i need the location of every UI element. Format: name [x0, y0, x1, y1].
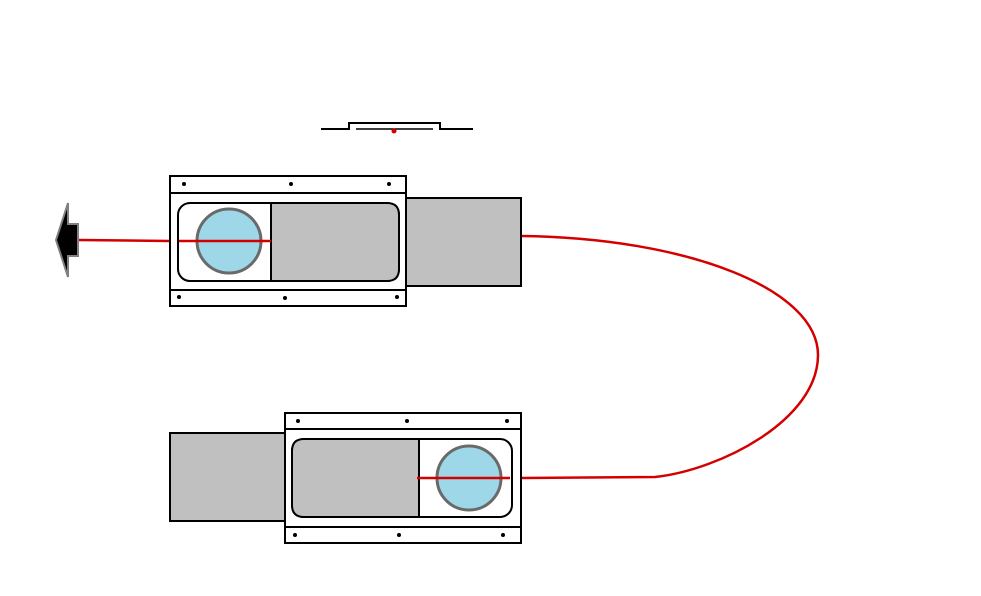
output-fiber	[77, 238, 171, 243]
fiber-paths	[77, 234, 820, 480]
left-arrow-icon	[54, 202, 79, 278]
coupler-top	[169, 175, 522, 307]
coupler-bottom	[169, 412, 522, 544]
coupler-top-ferrule	[405, 197, 522, 287]
loop-fiber	[520, 234, 820, 480]
coupler-bottom-housing	[291, 438, 420, 518]
mount-center-dot	[391, 128, 397, 134]
coupler-top-housing	[270, 202, 400, 282]
coupler-bottom-ferrule	[169, 432, 286, 522]
flat-mount-icon	[321, 122, 473, 134]
